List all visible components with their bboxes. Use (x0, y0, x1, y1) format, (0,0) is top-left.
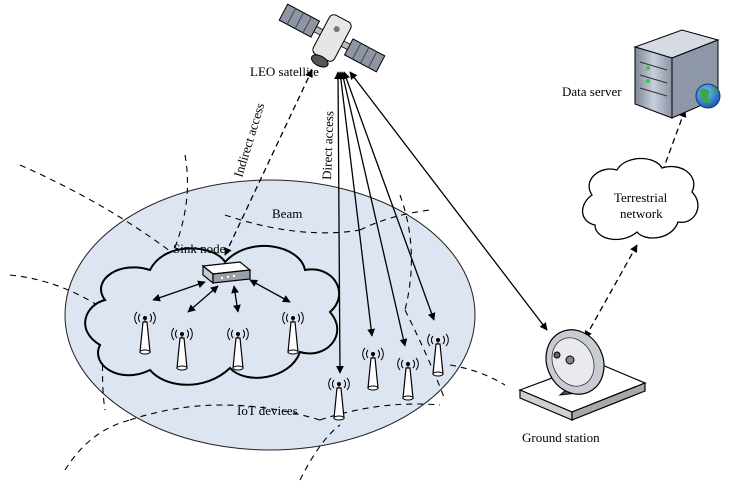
iot-devices-label: IoT devices (237, 403, 298, 418)
sink-node-label: Sink node (173, 241, 226, 256)
terrestrial-label-line1: Terrestrial (614, 190, 668, 205)
terrestrial-network-cloud (581, 157, 699, 241)
data-server-label: Data server (562, 84, 622, 99)
leo-satellite-label: LEO satellite (250, 64, 319, 79)
direct-access-label: Direct access (319, 111, 336, 180)
indirect-access-label: Indirect access (231, 101, 268, 179)
direct-access-links (334, 71, 548, 374)
data-server-icon (633, 29, 721, 119)
sink-node-device (201, 261, 252, 285)
terrestrial-links (584, 109, 687, 339)
sink-to-iot-links (152, 279, 291, 313)
satellite-icon (278, 3, 386, 73)
indirect-access-link (224, 69, 313, 256)
ground-station-label: Ground station (522, 430, 600, 445)
ground-station-icon (518, 329, 647, 421)
terrestrial-label-line2: network (620, 206, 663, 221)
beam-label: Beam (272, 206, 302, 221)
